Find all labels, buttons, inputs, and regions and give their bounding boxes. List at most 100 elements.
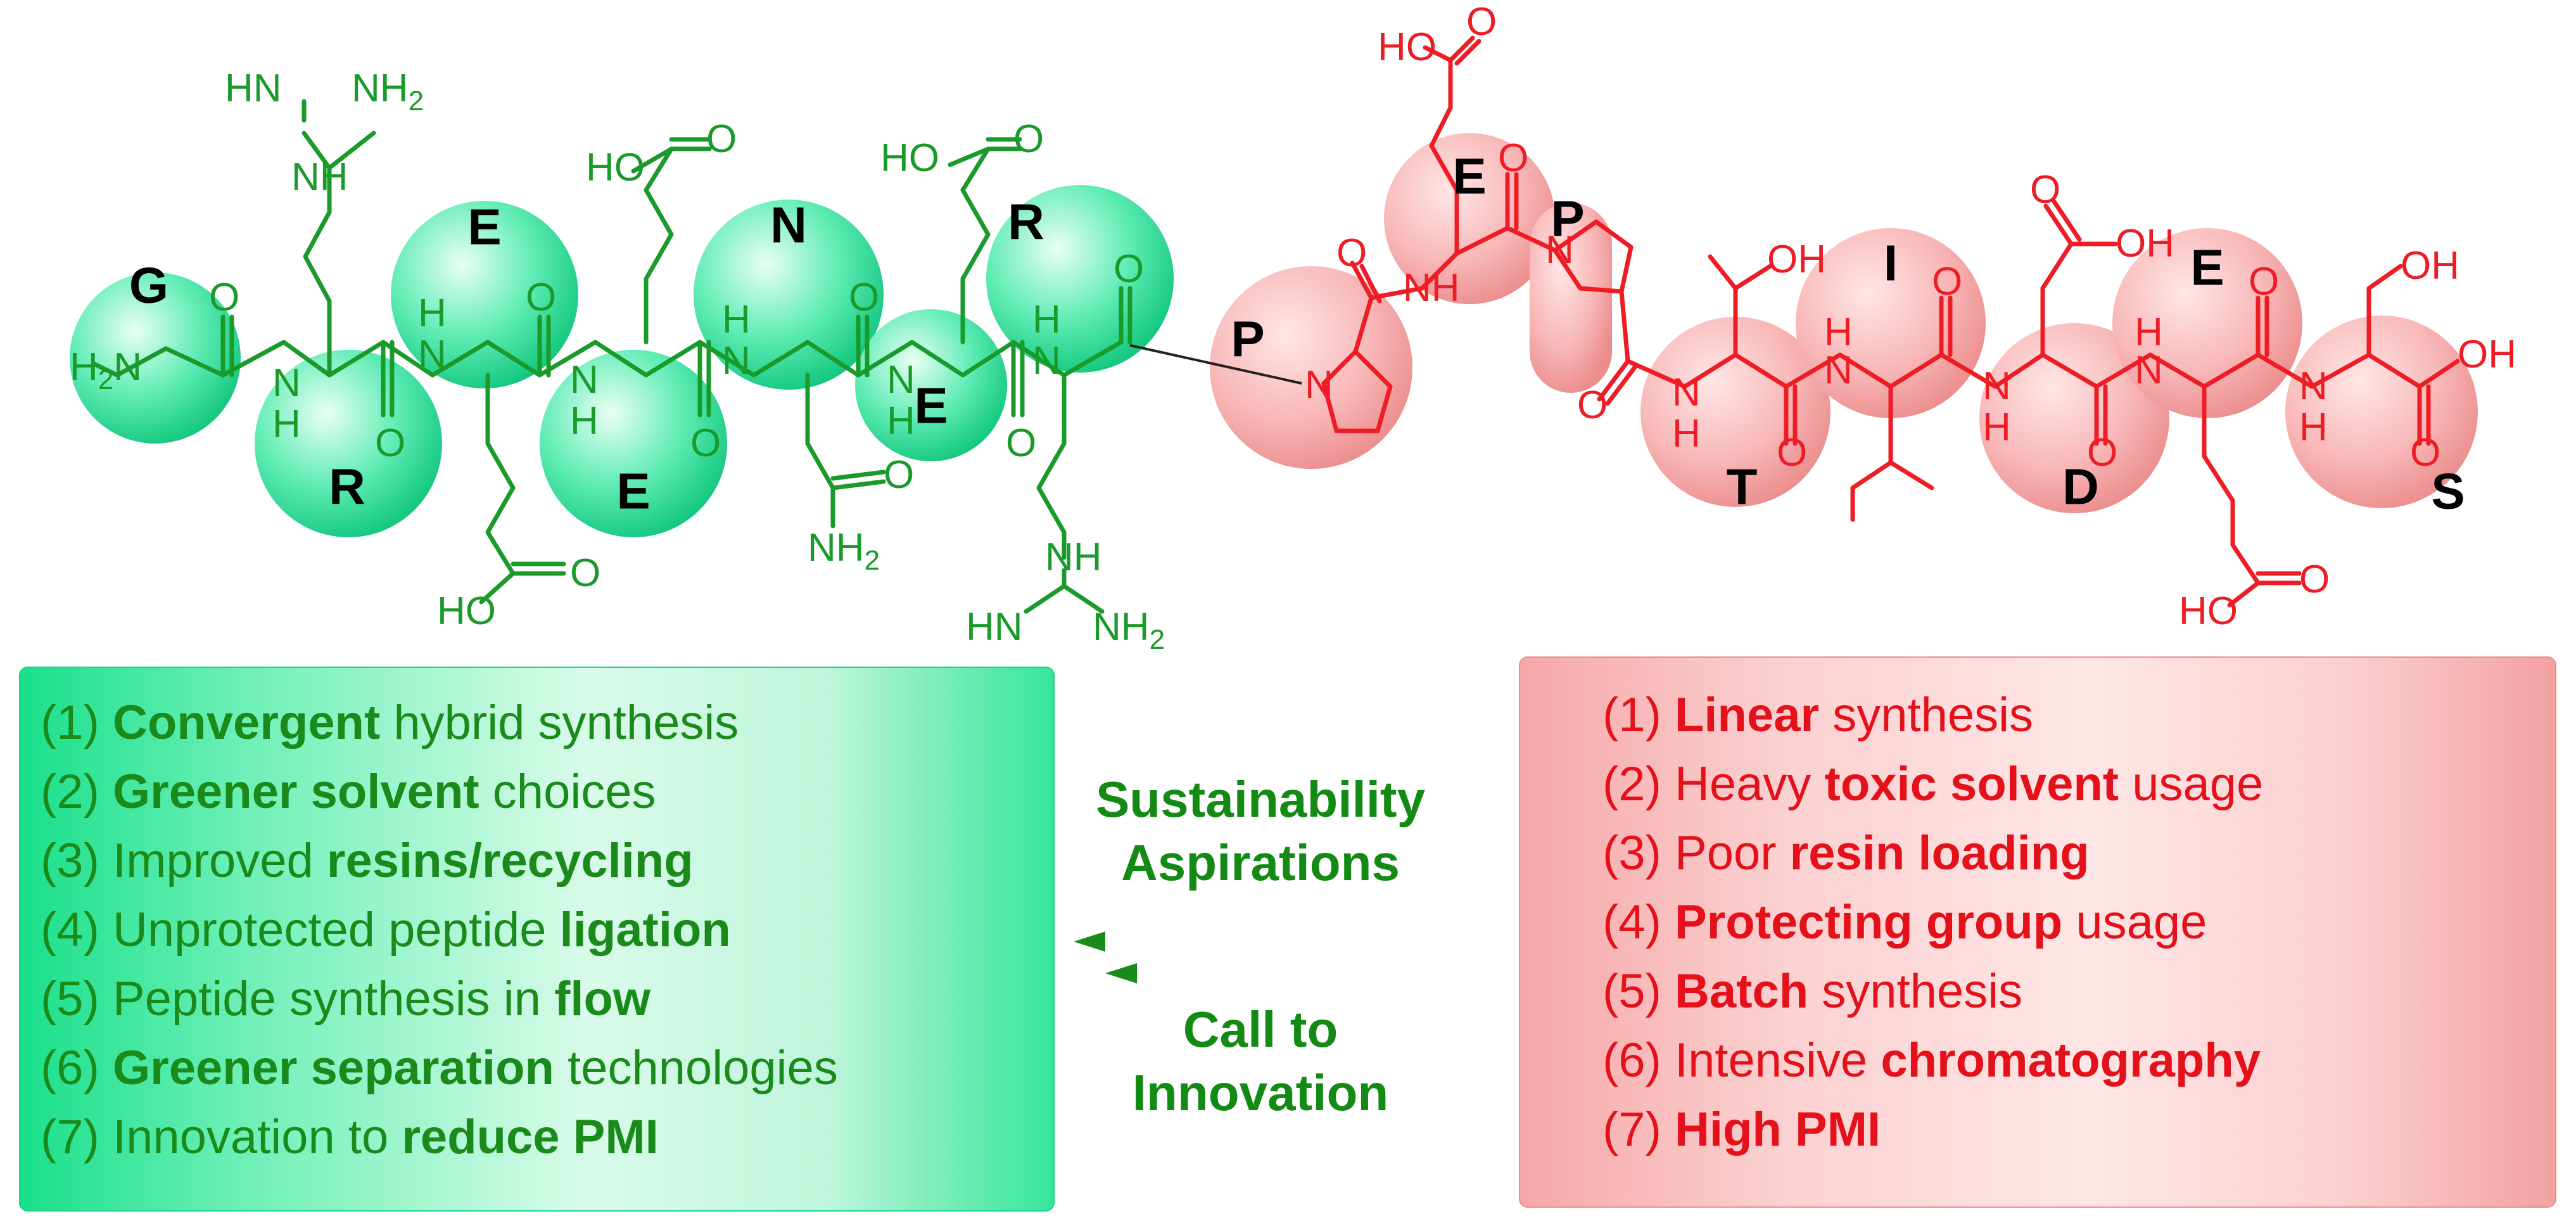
- aspiration-item-2: (2) Greener solvent choices: [41, 765, 656, 819]
- practice-item-7: (7) High PMI: [1602, 1103, 1881, 1156]
- green-bonds: [92, 99, 1133, 614]
- residue-letter-i: I: [1884, 235, 1898, 291]
- label-h-t: H: [1672, 412, 1701, 456]
- red-bonds: [1321, 35, 2460, 608]
- label-h-e5: H: [2135, 310, 2163, 354]
- label-oh-s-side: OH: [2401, 244, 2459, 288]
- label-amide-n-5: N: [887, 358, 915, 402]
- label-o-7: O: [1114, 247, 1144, 291]
- label-o-p2: O: [1577, 383, 1608, 427]
- green-residue-letters: G R E E N E R: [129, 194, 1044, 520]
- label-ho-e1: HO: [437, 589, 496, 633]
- aspiration-item-4: (4) Unprotected peptide ligation: [41, 903, 731, 957]
- aspiration-item-6: (6) Greener separation technologies: [41, 1041, 838, 1095]
- label-amide-n-6: N: [1032, 339, 1061, 383]
- label-o-t: O: [1777, 431, 1807, 475]
- residue-letter-g: G: [129, 257, 168, 314]
- sphere-e5: [2112, 228, 2302, 418]
- label-o-e5-side: O: [2299, 558, 2330, 601]
- label-ho-e4: HO: [1378, 25, 1437, 69]
- sphere-g: [70, 272, 241, 444]
- label-o-e4: O: [1466, 0, 1497, 44]
- residue-letter-r1: R: [329, 459, 365, 515]
- green-atom-labels: H2N HN NH2 NH N H O O H N O HO O N H O H…: [70, 67, 1165, 655]
- red-atom-labels: HO O N O NH O N O OH N H O H N O N H O O…: [1305, 0, 2516, 633]
- sphere-e1: [391, 201, 578, 388]
- label-o-1: O: [209, 276, 239, 319]
- residue-letter-e5: E: [2190, 240, 2224, 296]
- label-o-e1: O: [570, 551, 600, 595]
- aspiration-item-1: (1) Convergent hybrid synthesis: [41, 696, 739, 750]
- label-amide-h-1: H: [272, 402, 301, 446]
- label-o-i: O: [1932, 260, 1962, 304]
- green-residue-spheres: [70, 185, 1174, 537]
- label-o-6: O: [1006, 421, 1036, 465]
- arrowhead-upper-icon: [1074, 931, 1105, 952]
- label-o-e5: O: [2249, 260, 2279, 304]
- practice-item-3: (3) Poor resin loading: [1602, 826, 2090, 880]
- sphere-t: [1640, 317, 1830, 507]
- label-o-p1: O: [1336, 231, 1367, 275]
- residue-letter-p2: P: [1551, 191, 1584, 247]
- aspiration-item-5: (5) Peptide synthesis in flow: [41, 972, 651, 1026]
- current-practice-list: (1) Linear synthesis (2) Heavy toxic sol…: [1602, 681, 2263, 1164]
- red-residue-letters: P E P T I D E S: [1231, 148, 2465, 520]
- sphere-e3: [855, 309, 1007, 461]
- label-o-4: O: [690, 421, 721, 465]
- label-oh-t: OH: [1767, 238, 1826, 281]
- label-o-2: O: [375, 421, 405, 465]
- label-oh-d: OH: [2116, 222, 2174, 265]
- sphere-s: [2285, 316, 2478, 508]
- residue-letter-e4: E: [1452, 148, 1486, 205]
- sustainability-aspirations-label: Sustainability Aspirations: [1095, 771, 1426, 891]
- sphere-i: [1796, 228, 1986, 418]
- sphere-r2: [986, 185, 1174, 373]
- label-amide-h-5: H: [887, 399, 915, 443]
- residue-letter-t: T: [1727, 459, 1758, 515]
- label-amide-h-6: H: [1032, 298, 1061, 342]
- label-nh-guan-top: NH: [291, 155, 348, 199]
- label-amide-h-4: H: [722, 298, 751, 342]
- label-amide-h-3: H: [570, 399, 599, 443]
- label-nh2-guan-bottom: NH2: [1093, 605, 1165, 655]
- label-nh-guan-bottom: NH: [1045, 535, 1102, 579]
- label-n-s: N: [2299, 364, 2328, 408]
- label-hn-guan-top: HN: [225, 67, 282, 110]
- sphere-p1: [1210, 266, 1412, 469]
- label-o-d: O: [2087, 431, 2117, 475]
- residue-letter-e3: E: [914, 378, 948, 434]
- label-n-i: N: [1824, 349, 1853, 392]
- sphere-n: [694, 200, 884, 390]
- aspiration-item-7: (7) Innovation to reduce PMI: [41, 1110, 659, 1164]
- current-practice-box: (1) Linear synthesis (2) Heavy toxic sol…: [1519, 656, 2556, 1208]
- label-n-e5: N: [2135, 349, 2163, 392]
- residue-letter-e2: E: [616, 463, 650, 520]
- call-to-innovation-label: Call to Innovation: [1132, 1001, 1389, 1121]
- label-o-d-side: O: [2030, 168, 2060, 212]
- red-residue-spheres: [1210, 133, 2478, 513]
- label-nh2-guan-top: NH2: [352, 67, 424, 117]
- residue-letter-p1: P: [1231, 311, 1264, 368]
- arrowhead-lower-icon: [1105, 963, 1137, 983]
- label-h-i-n: H: [1824, 310, 1853, 354]
- transition-arrows: [1074, 931, 1449, 983]
- label-amide-n-1: N: [272, 361, 301, 405]
- label-nh-e4: NH: [1403, 266, 1460, 310]
- label-h2n: H2N: [70, 345, 142, 395]
- label-ho-e5: HO: [2179, 589, 2238, 633]
- label-amide-n-4: N: [722, 339, 751, 383]
- sphere-e2: [540, 350, 727, 537]
- sphere-r1: [255, 350, 442, 537]
- label-amide-n-2: N: [418, 333, 447, 376]
- label-o-3: O: [526, 276, 556, 319]
- residue-letter-r2: R: [1008, 194, 1044, 250]
- label-n-p1: N: [1305, 363, 1333, 407]
- label-hn-guan-bottom: HN: [966, 605, 1023, 649]
- label-nh2-n: NH2: [808, 526, 880, 576]
- label-o-e4b: O: [1498, 136, 1528, 180]
- aspirations-list: (1) Convergent hybrid synthesis (2) Gree…: [41, 688, 838, 1172]
- label-o-e3: O: [1013, 117, 1044, 161]
- label-h-d: H: [1983, 406, 2011, 449]
- practice-item-4: (4) Protecting group usage: [1602, 895, 2207, 949]
